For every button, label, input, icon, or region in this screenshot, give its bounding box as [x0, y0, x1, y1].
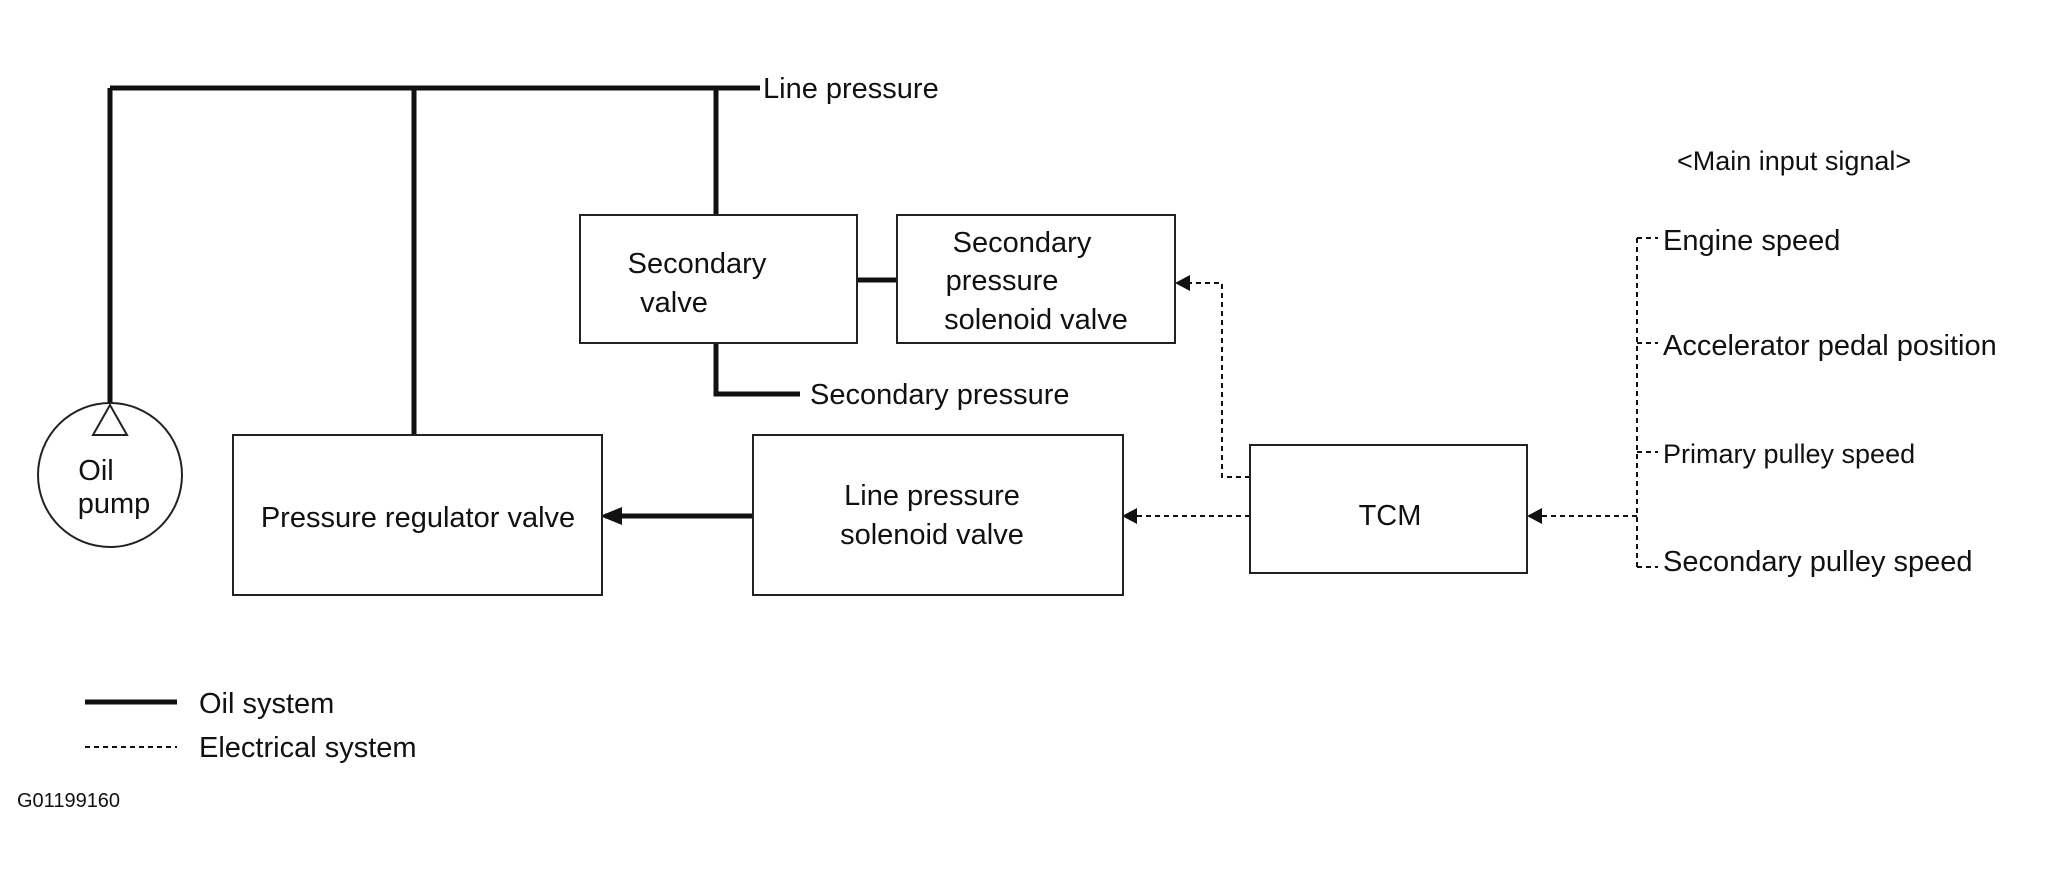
pressure-regulator-label: Pressure regulator valve — [261, 502, 575, 534]
tcm-box — [1249, 444, 1528, 574]
oil-pump-label-2: pump — [78, 488, 151, 520]
secondary-solenoid-box — [896, 214, 1176, 344]
tcm-to-secondary-solenoid — [1190, 282, 1250, 478]
secondary-valve-box — [579, 214, 858, 344]
tcm: TCM — [1249, 444, 1528, 574]
tcm-label: TCM — [1359, 500, 1422, 532]
oil-lines — [107, 85, 897, 525]
legend-oil-label: Oil system — [199, 688, 334, 720]
line-pressure-solenoid-valve: Line pressure solenoid valve — [752, 434, 1124, 596]
line-pressure-solenoid-label-2: solenoid valve — [840, 519, 1024, 551]
tcm-arrowhead — [1527, 508, 1542, 524]
secondary-solenoid-arrowhead — [1175, 275, 1190, 291]
figure-code: G01199160 — [17, 790, 120, 812]
pressure-regulator-box — [232, 434, 603, 596]
secondary-solenoid-label-2: pressure — [946, 265, 1059, 297]
secondary-solenoid-label-3: solenoid valve — [944, 304, 1128, 336]
oil-arrowhead — [600, 507, 622, 525]
secondary-pressure-solenoid-valve: Secondary pressure solenoid valve — [896, 214, 1176, 344]
secondary-pressure-label: Secondary pressure — [810, 379, 1070, 411]
legend: Oil system Electrical system — [85, 688, 417, 764]
legend-electrical-label: Electrical system — [199, 732, 417, 764]
secondary-pressure-line — [713, 343, 800, 397]
input-secondary-pulley-speed: Secondary pulley speed — [1663, 546, 1973, 578]
oil-pump: Oil pump — [37, 402, 183, 548]
input-accelerator-pedal-position: Accelerator pedal position — [1663, 330, 1997, 362]
secondary-valve: Secondary valve — [579, 214, 858, 344]
secondary-valve-label-1: Secondary — [628, 248, 767, 280]
oil-pump-triangle-icon — [91, 402, 129, 436]
oil-pump-label-1: Oil — [78, 455, 113, 487]
line-pressure-solenoid-label-1: Line pressure — [844, 480, 1020, 512]
input-primary-pulley-speed: Primary pulley speed — [1663, 439, 1915, 469]
electrical-lines — [1122, 237, 1658, 568]
pressure-regulator-valve: Pressure regulator valve — [232, 434, 603, 596]
secondary-solenoid-label-1: Secondary — [953, 227, 1092, 259]
line-solenoid-arrowhead — [1122, 508, 1137, 524]
line-pressure-label: Line pressure — [763, 73, 939, 105]
input-engine-speed: Engine speed — [1663, 225, 1840, 257]
main-input-header: <Main input signal> — [1677, 146, 1911, 176]
line-pressure-solenoid-box — [752, 434, 1124, 596]
secondary-valve-label-2: valve — [640, 287, 708, 319]
